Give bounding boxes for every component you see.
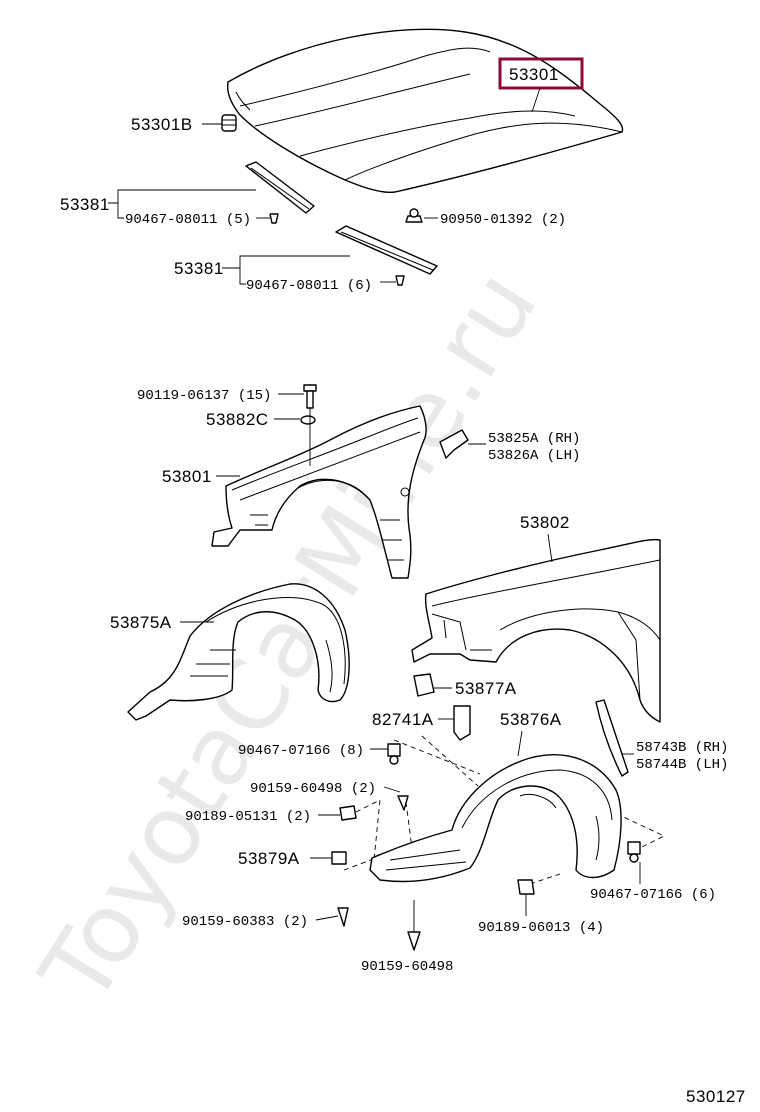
hood-cushion-part: [221, 114, 237, 132]
screw-60383-label[interactable]: 90159-60383 (2): [182, 914, 308, 930]
fender-apron-part: [211, 405, 427, 579]
fender-part: [411, 538, 661, 723]
diagram-code: 530127: [686, 1087, 746, 1106]
clip-53879-icon: [331, 851, 347, 865]
fender-bracket-part: [439, 429, 469, 459]
fender-label[interactable]: 53802: [520, 513, 570, 532]
clip-07166-8-icon: [387, 743, 401, 765]
seal-lower-clip-label[interactable]: 90467-08011 (6): [246, 278, 372, 294]
hood-grommet-icon: [405, 208, 423, 223]
clip-07166-6-icon: [627, 841, 641, 863]
moulding-lh-label[interactable]: 58744B (LH): [636, 757, 728, 773]
liner-right-label[interactable]: 53876A: [500, 710, 562, 729]
hood-grommet-label[interactable]: 90950-01392 (2): [440, 212, 566, 228]
liner-left-part: [127, 583, 350, 721]
nut-05131-icon: [339, 805, 357, 821]
apron-bolt-label[interactable]: 90119-06137 (15): [137, 388, 271, 404]
clip-07166-8-label[interactable]: 90467-07166 (8): [238, 743, 364, 759]
hood-seal-lower-part: [335, 225, 438, 275]
clip-82741-label[interactable]: 82741A: [372, 710, 434, 729]
screw-60498-label[interactable]: 90159-60498: [361, 959, 453, 975]
seal-lower-label[interactable]: 53381: [174, 259, 224, 278]
clip-53879-label[interactable]: 53879A: [238, 849, 300, 868]
assembly-guide-lines: [343, 735, 666, 885]
nut-06013-icon: [517, 879, 535, 895]
bracket-rh-label[interactable]: 53825A (RH): [488, 431, 580, 447]
seal-upper-label[interactable]: 53381: [60, 195, 110, 214]
bracket-lh-label[interactable]: 53826A (LH): [488, 448, 580, 464]
moulding-part: [595, 699, 629, 777]
nut-05131-label[interactable]: 90189-05131 (2): [185, 809, 311, 825]
screw-60383-icon: [337, 907, 349, 927]
clip-82741-part: [453, 705, 471, 741]
screw-60498-2-label[interactable]: 90159-60498 (2): [250, 781, 376, 797]
hood-cushion-label[interactable]: 53301B: [131, 115, 193, 134]
hood-label-highlight: [498, 57, 584, 90]
seal-upper-clip-label[interactable]: 90467-08011 (5): [125, 212, 251, 228]
liner-bracket-label[interactable]: 53877A: [455, 679, 517, 698]
apron-washer-icon: [300, 415, 316, 425]
hood-label[interactable]: 53301: [509, 65, 559, 84]
seal-clip-upper-icon: [269, 213, 279, 224]
apron-bolt-icon: [303, 384, 317, 409]
clip-07166-6-label[interactable]: 90467-07166 (6): [590, 887, 716, 903]
hood-seal-upper-part: [245, 161, 315, 214]
screw-60498-icon: [407, 931, 421, 951]
apron-washer-label[interactable]: 53882C: [206, 410, 269, 429]
seal-clip-lower-icon: [395, 275, 405, 286]
hood-part: [226, 28, 624, 194]
liner-left-label[interactable]: 53875A: [110, 613, 172, 632]
moulding-rh-label[interactable]: 58743B (RH): [636, 740, 728, 756]
liner-bracket-part: [413, 673, 435, 697]
apron-label[interactable]: 53801: [162, 467, 212, 486]
liner-right-part: [369, 754, 622, 883]
nut-06013-label[interactable]: 90189-06013 (4): [478, 920, 604, 936]
